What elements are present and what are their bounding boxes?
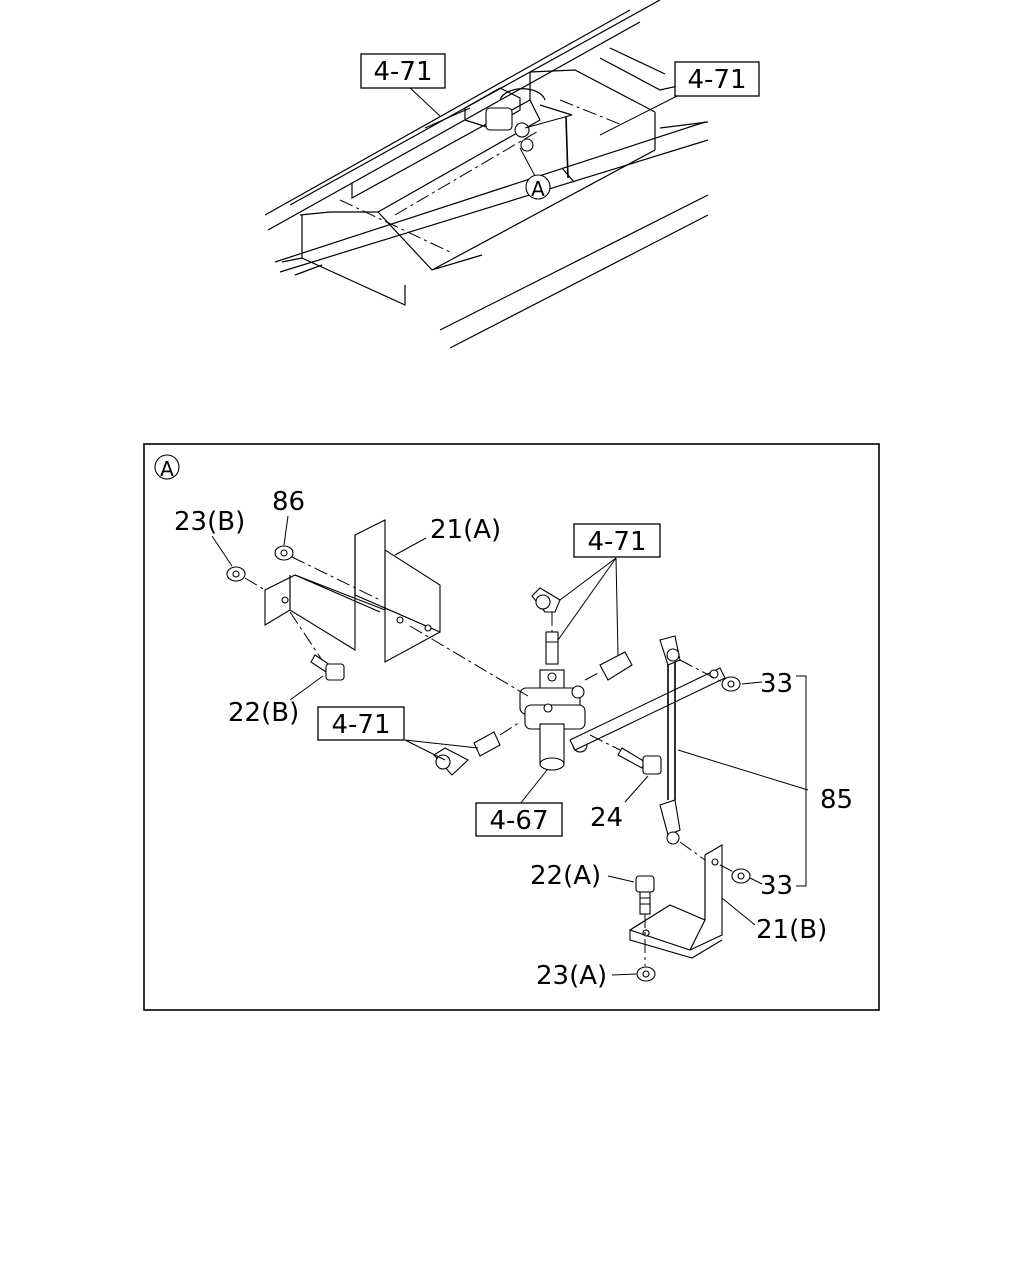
- fitting-side-right: [599, 651, 633, 681]
- fitting-elbow-top: [531, 587, 561, 613]
- detail-a-marker-circle: [525, 174, 551, 200]
- label-22a: 22(A): [530, 861, 601, 891]
- detail-frame-marker: A: [160, 457, 174, 481]
- label-33-bottom: 33: [760, 871, 793, 901]
- label-23a: 23(A): [536, 961, 607, 991]
- nut-33-top: [721, 676, 741, 692]
- bracket-21a: [264, 519, 441, 663]
- nut-23b: [226, 566, 246, 582]
- lever-link-85: [569, 635, 726, 845]
- fitting-side-left: [473, 731, 501, 757]
- ref-box-4-71-left: [360, 53, 446, 89]
- ref-4-71-right: 4-71: [687, 65, 746, 95]
- valve-body: [519, 669, 588, 771]
- ref-4-71-detail-left: 4-71: [331, 710, 390, 740]
- bolt-24: [617, 747, 662, 775]
- ref-box-4-67: [475, 802, 563, 837]
- nut-86: [274, 545, 294, 561]
- ref-box-4-71-detail-top: [573, 523, 661, 558]
- leader-lines: [211, 515, 809, 976]
- label-86: 86: [272, 487, 305, 517]
- label-22b: 22(B): [228, 698, 299, 728]
- detail-a-frame: [143, 443, 880, 1011]
- assembly-lines: [244, 556, 735, 966]
- ref-box-4-71-right: [674, 61, 760, 97]
- label-85: 85: [820, 785, 853, 815]
- ref-box-4-71-detail-left: [317, 706, 405, 741]
- label-33-top: 33: [760, 669, 793, 699]
- label-21b: 21(B): [756, 915, 827, 945]
- label-24: 24: [590, 803, 623, 833]
- detail-a-marker: A: [531, 177, 545, 201]
- label-21a: 21(A): [430, 515, 501, 545]
- nut-23a: [636, 966, 656, 982]
- detail-frame-marker-circle: [154, 454, 180, 480]
- ref-4-67: 4-67: [489, 806, 548, 836]
- ref-4-71-detail-top: 4-71: [587, 527, 646, 557]
- bolt-22b: [310, 654, 345, 681]
- label-23b: 23(B): [174, 507, 245, 537]
- fitting-elbow-left: [433, 747, 469, 776]
- chassis-overview: [264, 0, 709, 349]
- fitting-straight-top: [545, 631, 559, 665]
- nut-33-bottom: [731, 868, 751, 884]
- bolt-22a: [635, 875, 655, 915]
- ref-4-71-left: 4-71: [373, 57, 432, 87]
